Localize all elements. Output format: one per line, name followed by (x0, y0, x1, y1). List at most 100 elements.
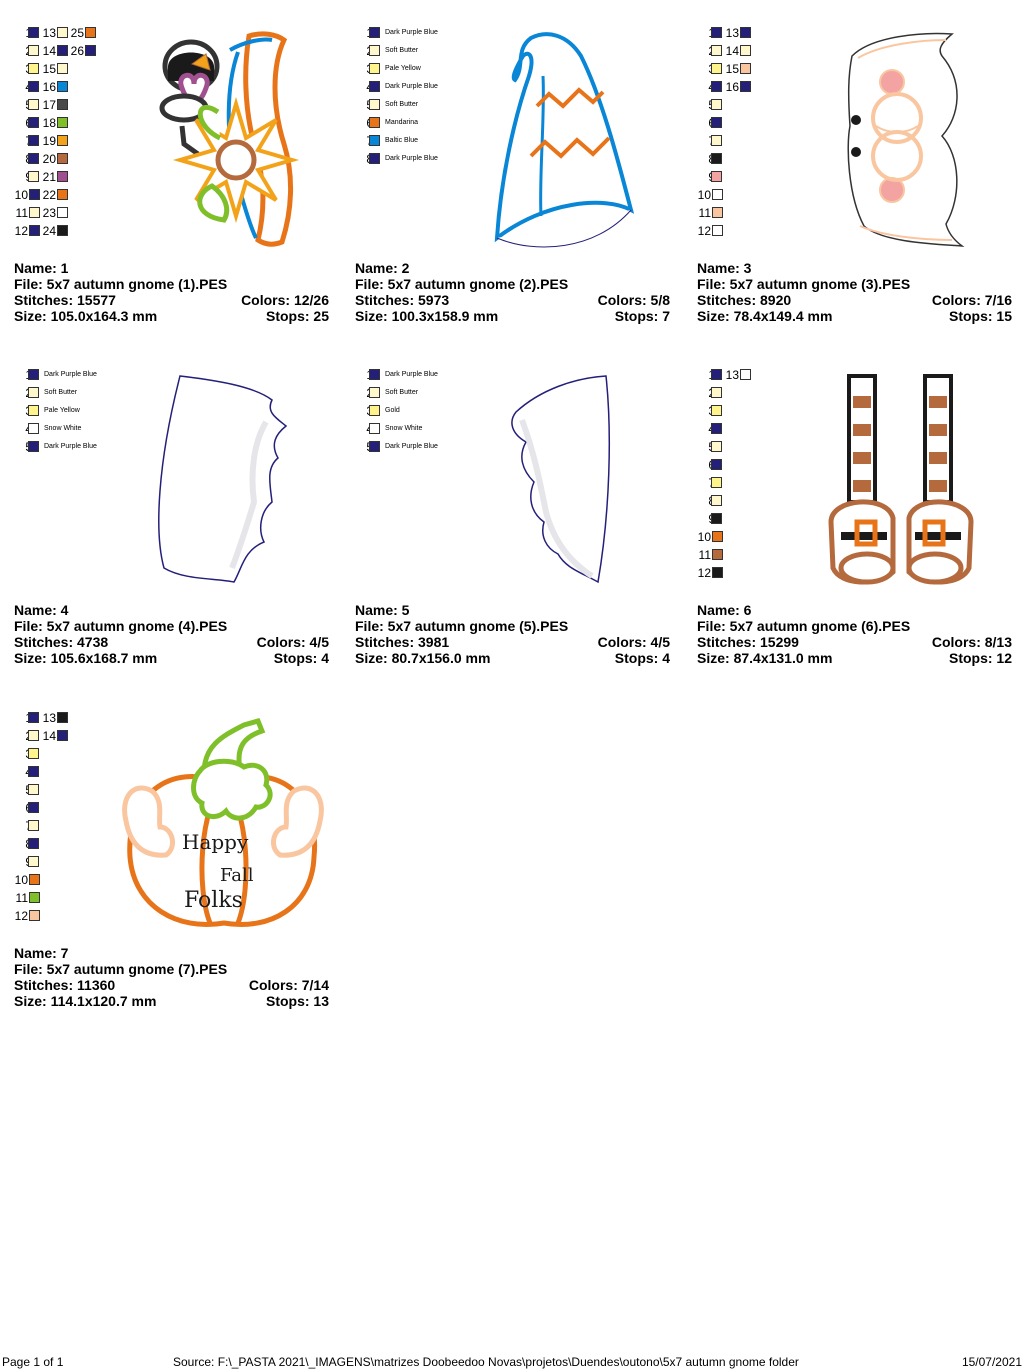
legend-swatch (28, 712, 39, 723)
legend-swatch (57, 225, 68, 236)
legend-color-name: Snow White (44, 425, 82, 432)
file-name: File: 5x7 autumn gnome (1).PES (14, 276, 228, 292)
legend-swatch (740, 81, 751, 92)
stitch-count: Stitches: 4738 (14, 634, 109, 650)
legend-number: 14 (42, 44, 56, 58)
legend-swatch (712, 207, 723, 218)
legend-number: 14 (725, 44, 739, 58)
legend-color-name: Soft Butter (385, 389, 419, 396)
legend-swatch (28, 405, 39, 416)
color-count: Colors: 7/16 (931, 292, 1012, 308)
legend-swatch (28, 81, 39, 92)
stitch-count: Stitches: 15299 (697, 634, 799, 650)
legend-number: 13 (725, 368, 739, 382)
legend-color-name: Snow White (385, 425, 423, 432)
file-name: File: 5x7 autumn gnome (3).PES (697, 276, 911, 292)
file-name: File: 5x7 autumn gnome (6).PES (697, 618, 911, 634)
legend-number: 16 (725, 80, 739, 94)
legend-swatch (28, 171, 39, 182)
print-date: 15/07/2021 (961, 1355, 1022, 1369)
legend-swatch (28, 856, 39, 867)
legend-number: 17 (42, 98, 56, 112)
legend-swatch (57, 27, 68, 38)
legend-swatch (711, 405, 722, 416)
page-number: Page 1 of 1 (2, 1355, 64, 1369)
design-name: Name: 4 (14, 602, 69, 618)
legend-swatch (28, 802, 39, 813)
legend-color-name: Pale Yellow (44, 407, 80, 414)
legend-swatch (711, 135, 722, 146)
legend-swatch (57, 171, 68, 182)
legend-color-name: Mandarina (385, 119, 419, 126)
stitch-count: Stitches: 11360 (14, 977, 116, 993)
design-name: Name: 1 (14, 260, 69, 276)
legend-number: 11 (15, 891, 28, 905)
legend-swatch (711, 459, 722, 470)
legend-swatch (28, 99, 39, 110)
legend-number: 18 (42, 116, 56, 130)
legend-swatch (28, 387, 39, 398)
legend-number: 15 (42, 62, 56, 76)
art-text-happy: Happy (182, 830, 249, 854)
legend-number: 21 (42, 170, 56, 184)
file-name: File: 5x7 autumn gnome (7).PES (14, 961, 228, 977)
design-size: Size: 80.7x156.0 mm (355, 650, 491, 666)
legend-swatch (57, 117, 68, 128)
legend-number: 13 (42, 711, 56, 725)
gnome-beard-right-icon (511, 375, 611, 584)
legend-color-name: Dark Purple Blue (385, 443, 438, 450)
legend-swatch (57, 730, 68, 741)
legend-color-name: Dark Purple Blue (385, 155, 438, 162)
legend-swatch (369, 81, 380, 92)
design-name: Name: 7 (14, 945, 69, 961)
art-text-folks: Folks (184, 888, 243, 913)
legend-number: 25 (70, 26, 84, 40)
legend-swatch (29, 189, 40, 200)
gnome-legs-boots-icon (828, 374, 974, 585)
legend-swatch (57, 63, 68, 74)
legend-number: 16 (42, 80, 56, 94)
legend-swatch (28, 441, 39, 452)
legend-color-name: Dark Purple Blue (44, 371, 97, 378)
legend-swatch (740, 45, 751, 56)
design-card-2: 1Dark Purple Blue2Soft Butter3Pale Yello… (355, 26, 675, 326)
stop-count: Stops: 4 (273, 650, 329, 666)
design-name: Name: 5 (355, 602, 410, 618)
legend-number: 10 (697, 530, 711, 544)
legend-number: 26 (70, 44, 84, 58)
design-size: Size: 100.3x158.9 mm (355, 308, 499, 324)
legend-swatch (369, 441, 380, 452)
stop-count: Stops: 7 (614, 308, 670, 324)
color-count: Colors: 5/8 (597, 292, 670, 308)
legend-color-name: Dark Purple Blue (385, 83, 438, 90)
design-card-6: 12345678910111213 Name: 6 File: 5x7 autu… (697, 368, 1017, 668)
legend-swatch (85, 45, 96, 56)
legend-swatch (711, 63, 722, 74)
legend-swatch (57, 207, 68, 218)
legend-swatch (711, 387, 722, 398)
stop-count: Stops: 4 (614, 650, 670, 666)
legend-swatch (711, 513, 722, 524)
legend-swatch (28, 784, 39, 795)
legend-number: 23 (42, 206, 56, 220)
gnome-beard-left-icon (158, 375, 288, 583)
legend-swatch (711, 117, 722, 128)
legend-swatch (711, 495, 722, 506)
legend-swatch (28, 117, 39, 128)
legend-color-name: Pale Yellow (385, 65, 421, 72)
legend-swatch (369, 27, 380, 38)
design-name: Name: 3 (697, 260, 752, 276)
design-card-4: 1Dark Purple Blue2Soft Butter3Pale Yello… (14, 368, 334, 668)
gnome-face-glasses-icon (847, 32, 965, 247)
legend-color-name: Gold (385, 407, 400, 414)
gnome-hat-icon (494, 32, 635, 248)
legend-swatch (712, 549, 723, 560)
legend-swatch (711, 45, 722, 56)
legend-number: 11 (15, 206, 28, 220)
legend-swatch (28, 820, 39, 831)
legend-color-name: Dark Purple Blue (385, 371, 438, 378)
legend-number: 13 (42, 26, 56, 40)
design-size: Size: 87.4x131.0 mm (697, 650, 833, 666)
design-size: Size: 105.0x164.3 mm (14, 308, 158, 324)
legend-swatch (57, 153, 68, 164)
